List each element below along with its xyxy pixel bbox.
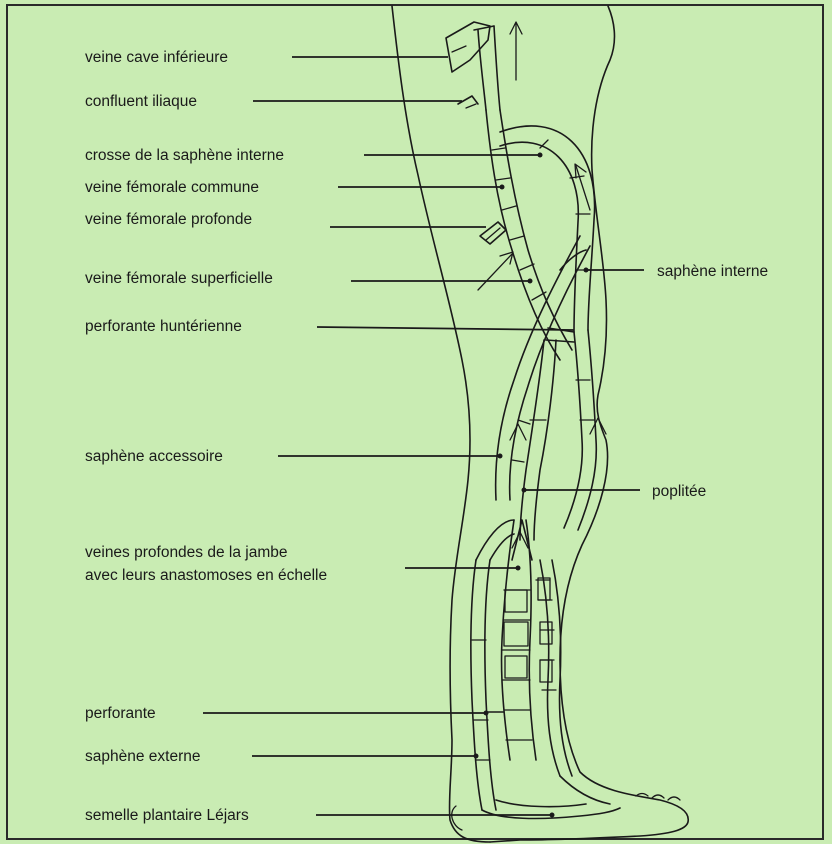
label-veine-femorale-superficielle: veine fémorale superficielle <box>85 270 273 287</box>
leg-outline <box>392 6 688 842</box>
label-crosse-saphene-interne: crosse de la saphène interne <box>85 147 284 164</box>
dot-crosse <box>538 153 543 158</box>
label-saphene-externe: saphène externe <box>85 748 200 765</box>
dot-perforante <box>484 711 489 716</box>
arrow-diagonal-deep-icon <box>478 252 513 290</box>
dot-femorale-commune <box>500 185 505 190</box>
label-veines-profondes-line2: avec leurs anastomoses en échelle <box>85 567 327 584</box>
label-veine-cave-inferieure: veine cave inférieure <box>85 49 228 66</box>
label-saphene-interne: saphène interne <box>657 263 768 280</box>
label-veine-femorale-commune: veine fémorale commune <box>85 179 259 196</box>
dot-veines-profondes <box>516 566 521 571</box>
dot-semelle-plantaire <box>550 813 555 818</box>
label-semelle-plantaire-lejars: semelle plantaire Léjars <box>85 807 249 824</box>
arrow-up-top-icon <box>510 22 522 80</box>
label-saphene-accessoire: saphène accessoire <box>85 448 223 465</box>
label-confluent-iliaque: confluent iliaque <box>85 93 197 110</box>
dot-poplitee <box>522 488 527 493</box>
label-poplitee: poplitée <box>652 483 706 500</box>
dot-saphene-interne <box>584 268 589 273</box>
dot-saphene-externe <box>474 754 479 759</box>
label-veine-femorale-profonde: veine fémorale profonde <box>85 211 252 228</box>
dot-femorale-superficielle <box>528 279 533 284</box>
label-veines-profondes-line1: veines profondes de la jambe <box>85 544 288 561</box>
arrow-up-knee-left-icon <box>510 424 526 440</box>
leader-perforante-hunterienne <box>317 327 574 330</box>
flow-arrows <box>478 22 606 548</box>
label-perforante-hunterienne: perforante huntérienne <box>85 318 242 335</box>
label-perforante: perforante <box>85 705 156 722</box>
dot-saphene-accessoire <box>498 454 503 459</box>
labels: veine cave inférieure confluent iliaque … <box>85 49 768 824</box>
veins <box>446 22 620 818</box>
